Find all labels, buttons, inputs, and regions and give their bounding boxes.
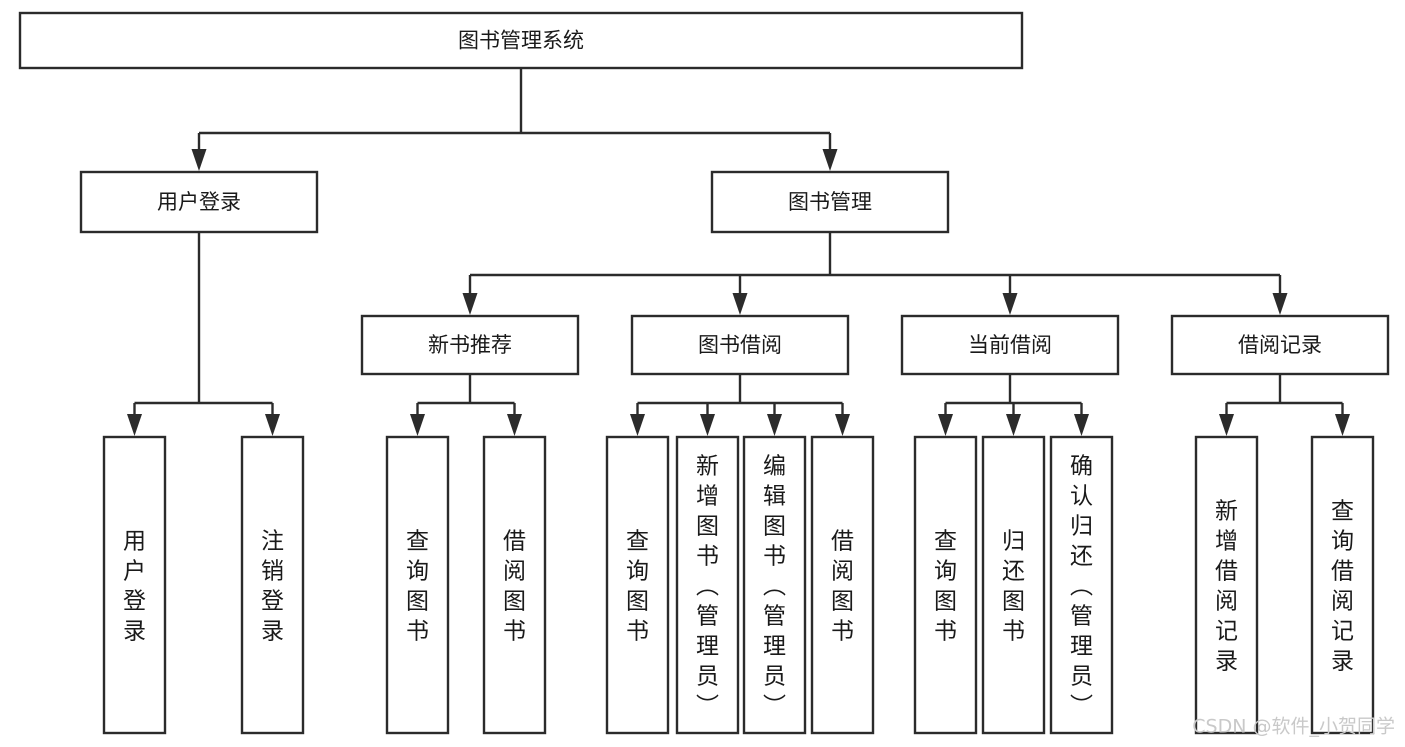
node-box: [810, 435, 875, 735]
node-box: [913, 435, 978, 735]
node-leaf-logout[interactable]: 注销登录: [240, 435, 305, 735]
node-leaf-query-record[interactable]: 查询借阅记录: [1310, 435, 1375, 735]
node-label: 借阅记录: [1238, 333, 1322, 357]
arrow-head-icon: [630, 414, 645, 436]
node-root[interactable]: 图书管理系统: [18, 11, 1024, 70]
connector-group-borrow-record: [1219, 374, 1350, 436]
connector-group-book-borrow: [630, 374, 850, 436]
node-box: [360, 314, 580, 376]
node-label: 查询图书: [626, 528, 649, 644]
node-label: 图书管理: [788, 190, 872, 214]
node-label: 当前借阅: [968, 333, 1052, 357]
node-layer: 图书管理系统用户登录图书管理新书推荐图书借阅当前借阅借阅记录用户登录注销登录查询…: [18, 11, 1390, 735]
node-label: 借阅图书: [831, 528, 854, 644]
arrow-head-icon: [1002, 293, 1018, 315]
node-leaf-confirm-return[interactable]: 确认归还︵管理员︶: [1049, 435, 1114, 735]
node-leaf-query-book-cur[interactable]: 查询图书: [913, 435, 978, 735]
node-label: 注销登录: [261, 528, 284, 644]
node-label: 图书借阅: [698, 333, 782, 357]
arrow-head-icon: [507, 414, 522, 436]
node-leaf-borrow-book[interactable]: 借阅图书: [810, 435, 875, 735]
node-label: 新书推荐: [428, 333, 512, 357]
arrow-head-icon: [822, 149, 838, 171]
node-box: [482, 435, 547, 735]
node-box: [742, 435, 807, 735]
arrow-head-icon: [1219, 414, 1234, 436]
node-label: 图书管理系统: [458, 29, 584, 53]
node-leaf-add-record[interactable]: 新增借阅记录: [1194, 435, 1259, 735]
node-box: [102, 435, 167, 735]
node-box: [981, 435, 1046, 735]
arrow-head-icon: [700, 414, 715, 436]
node-current-borrow[interactable]: 当前借阅: [900, 314, 1120, 376]
arrow-head-icon: [1006, 414, 1021, 436]
arrow-head-icon: [191, 149, 207, 171]
node-book-manage[interactable]: 图书管理: [710, 170, 950, 234]
node-leaf-add-book[interactable]: 新增图书︵管理员︶: [675, 435, 740, 735]
node-label: 归还图书: [1002, 528, 1025, 644]
arrow-head-icon: [265, 414, 280, 436]
connector-layer: [127, 68, 1350, 436]
node-box: [1049, 435, 1114, 735]
node-borrow-record[interactable]: 借阅记录: [1170, 314, 1390, 376]
arrow-head-icon: [767, 414, 782, 436]
node-box: [79, 170, 319, 234]
arrow-head-icon: [1272, 293, 1288, 315]
node-label: 查询图书: [406, 528, 429, 644]
node-label: 用户登录: [123, 528, 146, 644]
node-leaf-query-book-rec[interactable]: 查询图书: [385, 435, 450, 735]
node-leaf-return-book[interactable]: 归还图书: [981, 435, 1046, 735]
node-box: [18, 11, 1024, 70]
connector-group-user-login: [127, 232, 280, 436]
node-new-book-rec[interactable]: 新书推荐: [360, 314, 580, 376]
node-leaf-edit-book[interactable]: 编辑图书︵管理员︶: [742, 435, 807, 735]
node-box: [1194, 435, 1259, 735]
node-label: 查询借阅记录: [1331, 498, 1354, 674]
node-user-login[interactable]: 用户登录: [79, 170, 319, 234]
connector-group-book-manage: [462, 232, 1288, 315]
node-label: 借阅图书: [503, 528, 526, 644]
node-box: [710, 170, 950, 234]
node-box: [630, 314, 850, 376]
node-box: [385, 435, 450, 735]
node-label: 确认归还︵管理员︶: [1070, 453, 1093, 719]
csdn-watermark: CSDN @软件_小贺同学: [1192, 716, 1395, 738]
node-label: 新增图书︵管理员︶: [696, 453, 719, 719]
arrow-head-icon: [1074, 414, 1089, 436]
connector-group-root: [191, 68, 838, 171]
node-box: [1310, 435, 1375, 735]
connector-group-current-borrow: [938, 374, 1089, 436]
node-box: [1170, 314, 1390, 376]
arrow-head-icon: [462, 293, 478, 315]
node-box: [900, 314, 1120, 376]
arrow-head-icon: [938, 414, 953, 436]
node-leaf-query-book[interactable]: 查询图书: [605, 435, 670, 735]
arrow-head-icon: [835, 414, 850, 436]
node-label: 新增借阅记录: [1215, 498, 1238, 674]
node-box: [605, 435, 670, 735]
node-book-borrow[interactable]: 图书借阅: [630, 314, 850, 376]
arrow-head-icon: [410, 414, 425, 436]
node-label: 查询图书: [934, 528, 957, 644]
connector-group-new-book-rec: [410, 374, 522, 436]
node-label: 用户登录: [157, 190, 241, 214]
node-label: 编辑图书︵管理员︶: [763, 453, 786, 719]
arrow-head-icon: [732, 293, 748, 315]
node-box: [240, 435, 305, 735]
arrow-head-icon: [127, 414, 142, 436]
node-leaf-user-login[interactable]: 用户登录: [102, 435, 167, 735]
node-box: [675, 435, 740, 735]
arrow-head-icon: [1335, 414, 1350, 436]
node-leaf-borrow-book-rec[interactable]: 借阅图书: [482, 435, 547, 735]
